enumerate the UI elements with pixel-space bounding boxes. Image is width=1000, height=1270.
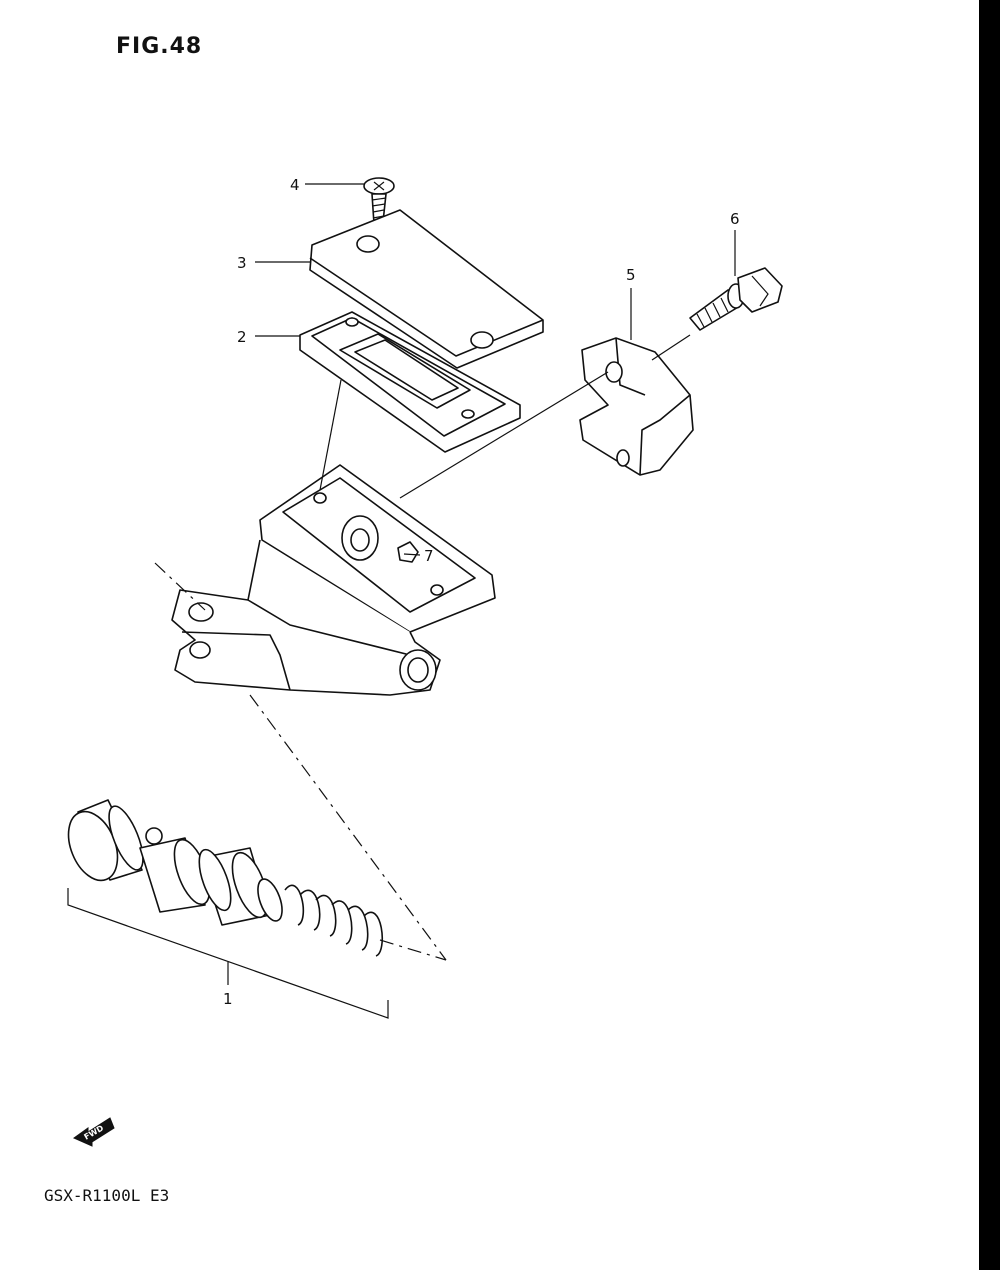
callout-5: 5 (626, 266, 636, 284)
leader-lines (67, 183, 736, 1019)
part-2-diaphragm (299, 311, 521, 453)
part-3-reservoir-cap (309, 209, 544, 369)
callout-4: 4 (290, 176, 300, 194)
part-6-bolt (689, 267, 783, 331)
callout-3: 3 (237, 254, 247, 272)
part-5-clamp (579, 337, 694, 476)
part-7-boot (397, 541, 419, 563)
callout-6: 6 (730, 210, 740, 228)
part-1-piston-assembly (67, 799, 383, 957)
callout-1: 1 (223, 990, 233, 1008)
callout-7: 7 (424, 547, 434, 565)
fwd-arrow-icon: FWD (72, 1117, 115, 1147)
model-code: GSX-R1100L E3 (44, 1186, 170, 1205)
figure-title: FIG.48 (116, 34, 203, 59)
callout-2: 2 (237, 328, 247, 346)
master-cylinder-body (171, 464, 496, 696)
scan-edge-bar (979, 0, 1000, 1270)
